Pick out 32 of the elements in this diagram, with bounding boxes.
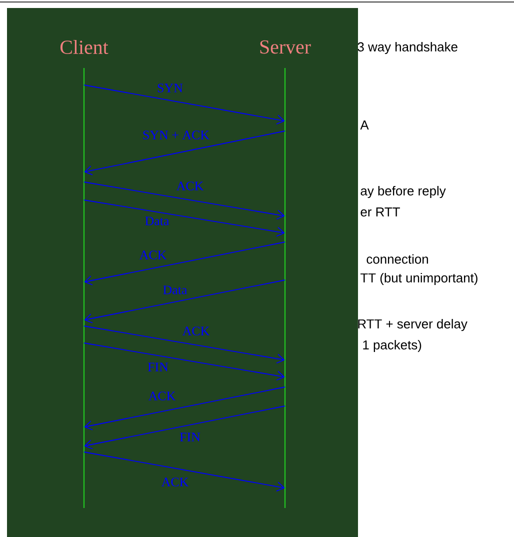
note-text: A (360, 120, 369, 130)
note-text: er RTT (360, 207, 400, 217)
edge-label: Data (145, 216, 170, 226)
message-arrow (84, 342, 285, 381)
edge-label: ACK (161, 478, 189, 486)
note-text: RTT + server delay (358, 318, 468, 332)
note-text: 1 packets) (363, 340, 422, 352)
edge-label: Data (163, 286, 188, 294)
edge-label: FIN (180, 432, 200, 442)
message-arrow (84, 182, 285, 220)
edge-label: ACK (139, 250, 167, 260)
edge-label: FIN (148, 362, 168, 372)
message-arrow (84, 452, 285, 492)
edge-label: SYN (158, 84, 183, 92)
edge-label: ACK (148, 392, 176, 400)
message-arrow (84, 280, 286, 324)
message-arrow (84, 242, 286, 286)
message-arrow (84, 386, 286, 430)
message-arrow (84, 130, 286, 176)
message-arrow (84, 406, 286, 450)
note-text: connection (366, 254, 428, 264)
message-arrow (84, 326, 285, 364)
message-arrow (84, 84, 285, 124)
participant-label: Client (60, 40, 108, 54)
note-text: 3 way handshake (358, 42, 458, 54)
note-text: TT (but unimportant) (360, 272, 478, 286)
edge-label: ACK (176, 182, 204, 190)
message-arrow (84, 200, 285, 237)
note-text: ay before reply (360, 186, 446, 198)
participant-label: Server (260, 40, 311, 54)
edge-label: ACK (182, 326, 210, 336)
edge-label: SYN + ACK (143, 130, 210, 140)
